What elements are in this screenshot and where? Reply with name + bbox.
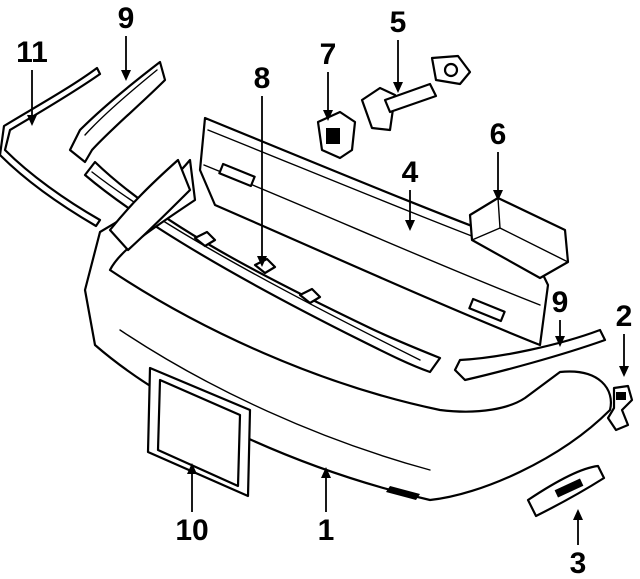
callout-9-lower: 9 <box>552 286 569 319</box>
part-9-upper-trim <box>68 60 167 164</box>
part-11-plate-bracket <box>146 366 252 498</box>
callout-labels: 11 9 8 7 5 4 6 9 2 3 1 10 <box>16 2 632 579</box>
part-3-reflector <box>526 464 606 518</box>
callout-7: 7 <box>320 38 337 71</box>
callout-9-upper: 9 <box>118 2 135 35</box>
callout-4: 4 <box>402 156 419 189</box>
callout-3: 3 <box>570 547 587 579</box>
part-5-mount <box>360 54 472 132</box>
callout-5: 5 <box>390 6 407 39</box>
part-8-reinforcement <box>83 160 442 374</box>
part-7-bracket <box>316 110 357 160</box>
callout-1: 1 <box>318 514 335 547</box>
callout-11: 10 <box>175 514 208 547</box>
callout-6: 6 <box>490 118 507 151</box>
part-2-clip <box>606 384 634 432</box>
leader-lines <box>27 36 629 545</box>
callout-8: 8 <box>254 62 271 95</box>
part-9-lower-trim <box>453 328 607 382</box>
callout-2: 2 <box>616 300 633 333</box>
callout-10: 11 <box>16 36 48 69</box>
